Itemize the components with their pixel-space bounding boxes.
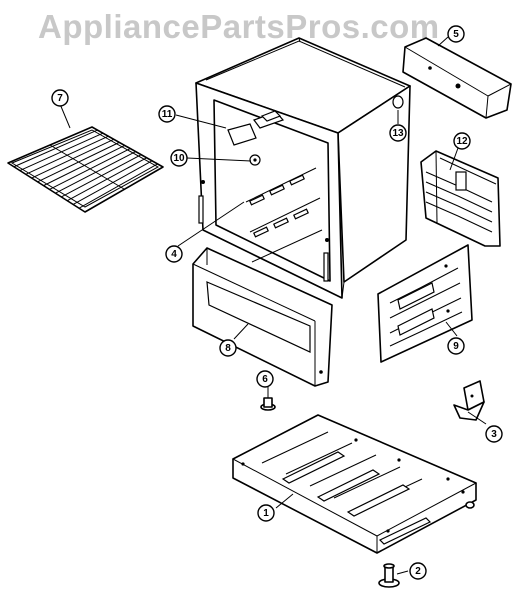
callout-label: 4: [171, 249, 177, 260]
callout-circle: [170, 149, 188, 167]
callout-circle: [485, 425, 503, 443]
callout-circle: [51, 89, 69, 107]
screw[interactable]: [260, 394, 276, 411]
callout-rear-vent-hole[interactable]: 13: [389, 124, 407, 142]
callout-label: 3: [491, 429, 497, 440]
callout-label: 8: [225, 343, 231, 354]
callout-screw[interactable]: 6: [256, 370, 274, 388]
callout-circle: [447, 25, 465, 43]
callout-leveling-leg[interactable]: 2: [409, 562, 427, 580]
callout-circle: [447, 337, 465, 355]
leader-lines: [59, 36, 487, 575]
callout-label: 10: [173, 153, 185, 164]
callout-label: 11: [162, 109, 173, 120]
oven-rack[interactable]: [7, 126, 164, 213]
callout-label: 12: [456, 136, 468, 147]
callout-base-pan[interactable]: 1: [257, 504, 275, 522]
callout-circle: [256, 370, 274, 388]
top-rear-bracket[interactable]: [402, 37, 512, 119]
callout-oven-rack[interactable]: 7: [51, 89, 69, 107]
callout-cavity-front-frame[interactable]: 4: [165, 245, 183, 263]
cavity-rack-guides: [245, 167, 323, 263]
callout-circle: [453, 132, 471, 150]
callout-corner-bracket[interactable]: 3: [485, 425, 503, 443]
front-trim-panel[interactable]: [192, 247, 333, 387]
callout-label: 13: [392, 128, 404, 139]
callout-side-shield[interactable]: 12: [453, 132, 471, 150]
callout-label: 9: [453, 341, 459, 352]
base-pan[interactable]: [231, 414, 478, 554]
callout-label: 6: [262, 374, 268, 385]
callout-label: 5: [453, 29, 459, 40]
callout-circle: [165, 245, 183, 263]
callout-circle: [389, 124, 407, 142]
callout-front-trim-panel[interactable]: 8: [219, 339, 237, 357]
callout-cavity-sensor[interactable]: 10: [170, 149, 188, 167]
corner-bracket[interactable]: [453, 380, 485, 421]
callout-label: 2: [415, 566, 421, 577]
side-shield[interactable]: [420, 150, 501, 247]
callout-side-panel[interactable]: 9: [447, 337, 465, 355]
callout-label: 1: [263, 508, 269, 519]
callout-top-rear-bracket[interactable]: 5: [447, 25, 465, 43]
callout-circle: [219, 339, 237, 357]
callout-label: 7: [57, 93, 63, 104]
leveling-leg[interactable]: [378, 563, 400, 588]
callout-circle: [158, 105, 176, 123]
side-panel[interactable]: [377, 244, 473, 363]
callout-circle: [257, 504, 275, 522]
callout-circle: [409, 562, 427, 580]
callout-oven-cavity-body[interactable]: 11: [158, 105, 176, 123]
watermark: AppliancePartsPros.com: [38, 8, 440, 45]
